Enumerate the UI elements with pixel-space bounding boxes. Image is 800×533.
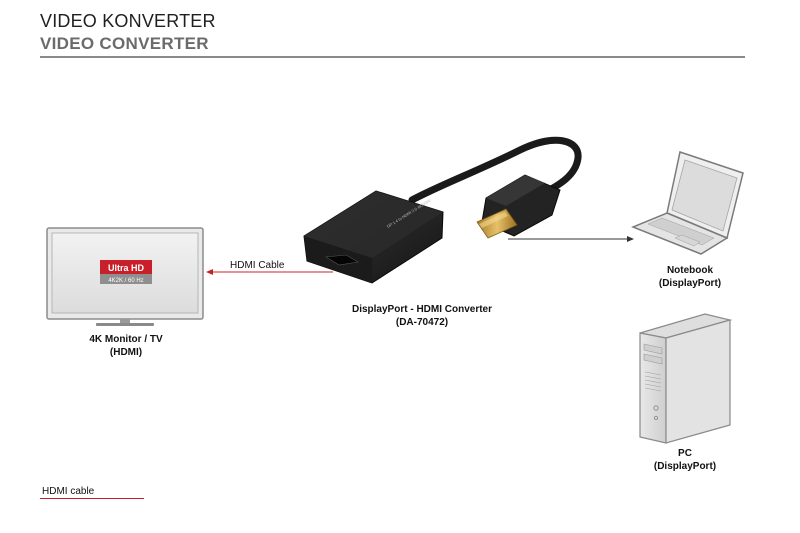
displayport-connection-line [508,236,634,242]
hdmi-cable-arrow [206,269,333,275]
pc-label-port: (DisplayPort) [653,461,717,472]
converter-label-model: (DA-70472) [395,317,449,328]
monitor-label: 4K Monitor / TV (HDMI) [64,333,188,359]
monitor-label-name: 4K Monitor / TV [89,334,163,345]
pc-label-name: PC [678,448,692,459]
pc-tower-icon [639,313,733,444]
ultra-hd-badge: Ultra HD 4K2K / 60 Hz [100,260,152,284]
legend-hdmi-cable-line [40,498,144,499]
ultra-hd-badge-subtext: 4K2K / 60 Hz [108,278,143,284]
pc-label: PC (DisplayPort) [635,447,735,473]
ultra-hd-badge-text: Ultra HD [108,263,145,273]
title-german: VIDEO KONVERTER [40,11,216,31]
converter-label-name: DisplayPort - HDMI Converter [351,304,493,315]
notebook-label: Notebook (DisplayPort) [640,264,740,290]
hdmi-cable-label: HDMI Cable [230,260,285,271]
notebook-icon [630,151,744,255]
converter-icon: DP 1.4 to HDMI 2.0 4K/60Hz [303,136,582,284]
notebook-label-port: (DisplayPort) [658,278,722,289]
converter-label: DisplayPort - HDMI Converter (DA-70472) [332,303,512,329]
monitor-label-port: (HDMI) [109,347,143,358]
monitor-tv-icon: Ultra HD 4K2K / 60 Hz [46,227,204,326]
notebook-label-name: Notebook [666,265,714,276]
legend-hdmi-cable-label: HDMI cable [42,486,95,497]
title-english: VIDEO CONVERTER [40,34,209,53]
title-divider [40,56,745,58]
